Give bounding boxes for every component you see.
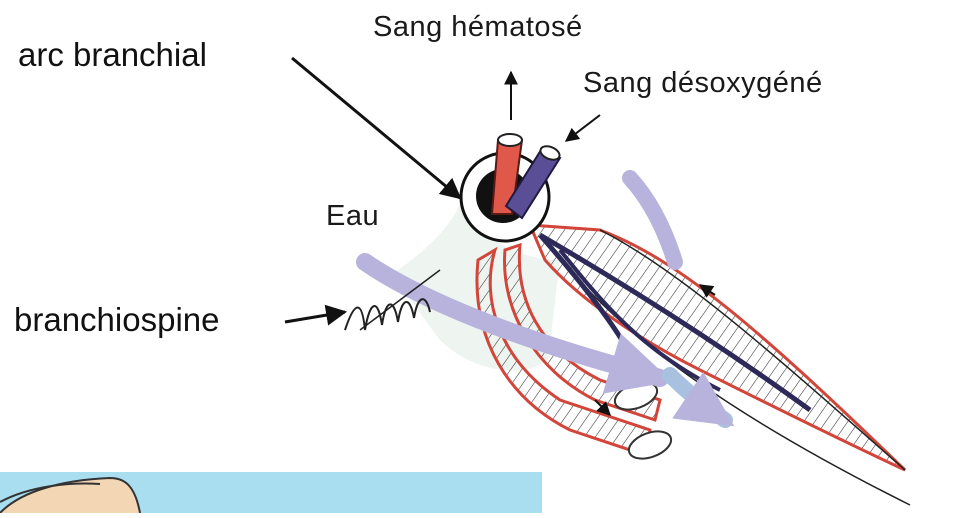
arc-branchial-label: arc branchial xyxy=(18,38,207,71)
sang-desoxygene-label: Sang désoxygéné xyxy=(583,69,823,98)
branchiospine-pointer xyxy=(285,312,345,322)
arc-branchial-pointer xyxy=(292,58,460,198)
branchiospine-label: branchiospine xyxy=(14,303,219,336)
sang-hematose-label: Sang hématosé xyxy=(373,13,583,42)
eau-label: Eau xyxy=(326,202,379,231)
branchiospine-bristles xyxy=(345,299,430,330)
incoming-arrow xyxy=(566,115,600,141)
cropped-image-panel xyxy=(0,472,542,513)
